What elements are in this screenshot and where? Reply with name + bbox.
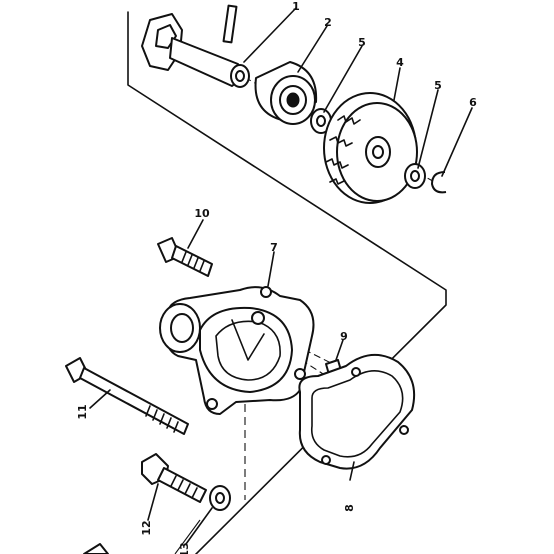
leader-lines xyxy=(89,7,473,545)
washer-5 xyxy=(404,163,426,189)
gasket xyxy=(298,354,416,470)
callout-labels: 1 2 3 4 5 5 6 7 8 9 10 11 12 13 xyxy=(76,0,477,554)
circlip xyxy=(431,171,447,194)
callout-6: 6 xyxy=(469,96,477,109)
callout-9: 9 xyxy=(340,330,348,343)
partial-part xyxy=(83,543,109,554)
bolt-12 xyxy=(141,453,207,503)
callout-11: 11 xyxy=(76,404,89,419)
callout-1: 1 xyxy=(292,0,300,13)
callout-2: 2 xyxy=(324,16,332,29)
bearing xyxy=(254,61,318,125)
callout-5a: 5 xyxy=(358,36,366,49)
impeller-shaft xyxy=(141,4,250,88)
callout-4: 4 xyxy=(396,56,404,69)
callout-8: 8 xyxy=(343,504,356,512)
callout-10: 10 xyxy=(194,207,210,220)
pump-housing xyxy=(159,286,315,415)
callout-7: 7 xyxy=(270,241,278,254)
bolt-10 xyxy=(157,237,213,277)
bolt-11 xyxy=(65,357,189,435)
callout-13: 13 xyxy=(178,542,191,554)
washer-13 xyxy=(209,485,231,511)
callout-12: 12 xyxy=(140,520,153,535)
gear xyxy=(323,92,418,204)
callout-5b: 5 xyxy=(434,79,442,92)
